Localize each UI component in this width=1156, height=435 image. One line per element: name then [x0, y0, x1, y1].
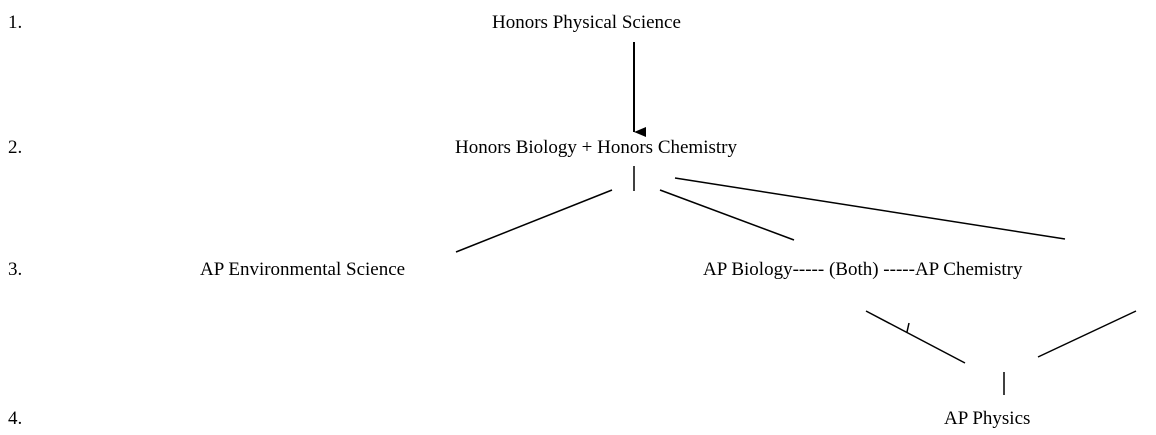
level-number-1: 1. — [8, 12, 23, 33]
line-ap-biology-to-physics — [865, 310, 966, 364]
tick-mark — [906, 322, 910, 333]
line-to-ap-chemistry — [674, 177, 1066, 240]
level-number-2: 2. — [8, 137, 23, 158]
line-ap-chemistry-to-physics — [1037, 310, 1137, 358]
level-number-3: 3. — [8, 259, 23, 280]
course-ap-environmental-science: AP Environmental Science — [200, 259, 406, 280]
line-to-ap-environmental — [455, 189, 613, 253]
line-to-ap-biology — [659, 189, 795, 241]
course-honors-biology-chemistry: Honors Biology + Honors Chemistry — [455, 137, 737, 158]
course-ap-biology-both-chemistry: AP Biology----- (Both) -----AP Chemistry — [703, 259, 1023, 280]
course-honors-physical-science: Honors Physical Science — [492, 12, 681, 33]
level-number-4: 4. — [8, 408, 23, 429]
course-ap-physics: AP Physics — [944, 408, 1031, 429]
